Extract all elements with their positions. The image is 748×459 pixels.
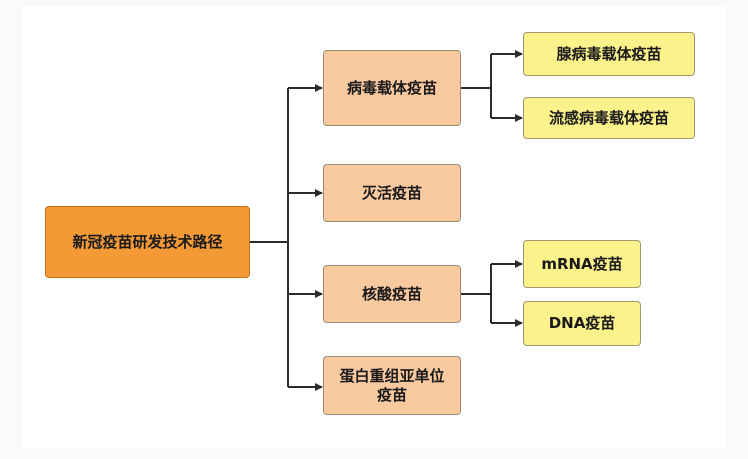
branch-node-label: 蛋白重组亚单位疫苗: [339, 366, 445, 404]
leaf-node-dna: DNA疫苗: [523, 301, 641, 346]
branch-node-viral-vector: 病毒载体疫苗: [323, 50, 461, 126]
branch-node-inactivated: 灭活疫苗: [323, 164, 461, 222]
root-node-label: 新冠疫苗研发技术路径: [72, 232, 223, 251]
branch-node-label: 核酸疫苗: [361, 284, 422, 303]
leaf-node-label: 腺病毒载体疫苗: [556, 44, 662, 63]
branch-node-label: 灭活疫苗: [361, 183, 422, 202]
leaf-node-label: 流感病毒载体疫苗: [548, 108, 669, 127]
leaf-node-label: DNA疫苗: [548, 314, 616, 333]
branch-node-protein-subunit: 蛋白重组亚单位疫苗: [323, 356, 461, 415]
leaf-node-mrna: mRNA疫苗: [523, 240, 641, 288]
leaf-node-label: mRNA疫苗: [541, 254, 623, 273]
leaf-node-adenovirus-vector: 腺病毒载体疫苗: [523, 32, 695, 76]
root-node: 新冠疫苗研发技术路径: [45, 206, 250, 278]
branch-node-nucleic-acid: 核酸疫苗: [323, 265, 461, 323]
leaf-node-influenza-vector: 流感病毒载体疫苗: [523, 97, 695, 139]
branch-node-label: 病毒载体疫苗: [346, 78, 437, 97]
